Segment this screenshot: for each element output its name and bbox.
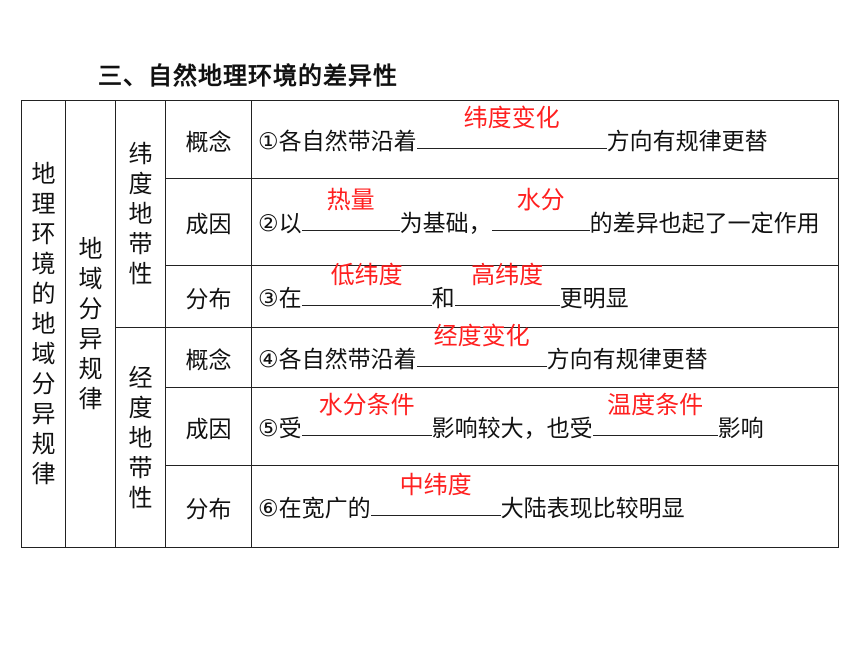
row-content: ④各自然带沿着经度变化方向有规律更替 [251,322,839,388]
answer-blank: 低纬度 [301,261,432,306]
column-main-heading: 地理环境的地域分异规律 [21,100,66,548]
row-label: 成因 [165,178,252,266]
regional-differentiation-table: 地理环境的地域分异规律 地域分异规律 纬度地带性 概念 ①各自然带沿着纬度变化方… [21,100,839,548]
answer-text: 水分 [516,186,565,214]
row-content: ①各自然带沿着纬度变化方向有规律更替 [251,100,839,179]
answer-text: 纬度变化 [463,103,560,132]
row-content: ②以热量为基础，水分的差异也起了一定作用 [251,178,839,266]
column-sub-heading: 地域分异规律 [65,100,116,548]
answer-text: 中纬度 [399,470,472,499]
answer-blank: 高纬度 [454,261,560,306]
answer-blank: 温度条件 [592,391,718,436]
answer-blank: 纬度变化 [416,104,607,149]
answer-text: 低纬度 [330,260,403,289]
answer-text: 经度变化 [433,321,530,350]
row-content: ⑥在宽广的中纬度大陆表现比较明显 [251,465,839,548]
row-label: 概念 [165,100,252,179]
answer-blank: 经度变化 [416,322,547,367]
answer-text: 热量 [326,186,375,214]
row-label: 分布 [165,465,252,548]
longitudinal-zonality-label: 经度地带性 [115,327,166,548]
answer-text: 高纬度 [471,260,544,289]
answer-blank: 中纬度 [370,471,501,516]
row-label: 概念 [165,327,252,388]
answer-blank: 水分条件 [301,391,432,436]
row-content: ③在低纬度和高纬度更明显 [251,261,839,328]
row-content: ⑤受水分条件影响较大，也受温度条件影响 [251,387,839,466]
row-label: 分布 [165,265,252,328]
section-title: 三、自然地理环境的差异性 [98,62,398,90]
answer-text: 水分条件 [318,390,415,419]
answer-text: 温度条件 [607,390,704,419]
answer-blank: 热量 [301,186,400,231]
answer-blank: 水分 [491,186,590,231]
row-label: 成因 [165,387,252,466]
latitudinal-zonality-label: 纬度地带性 [115,100,166,328]
